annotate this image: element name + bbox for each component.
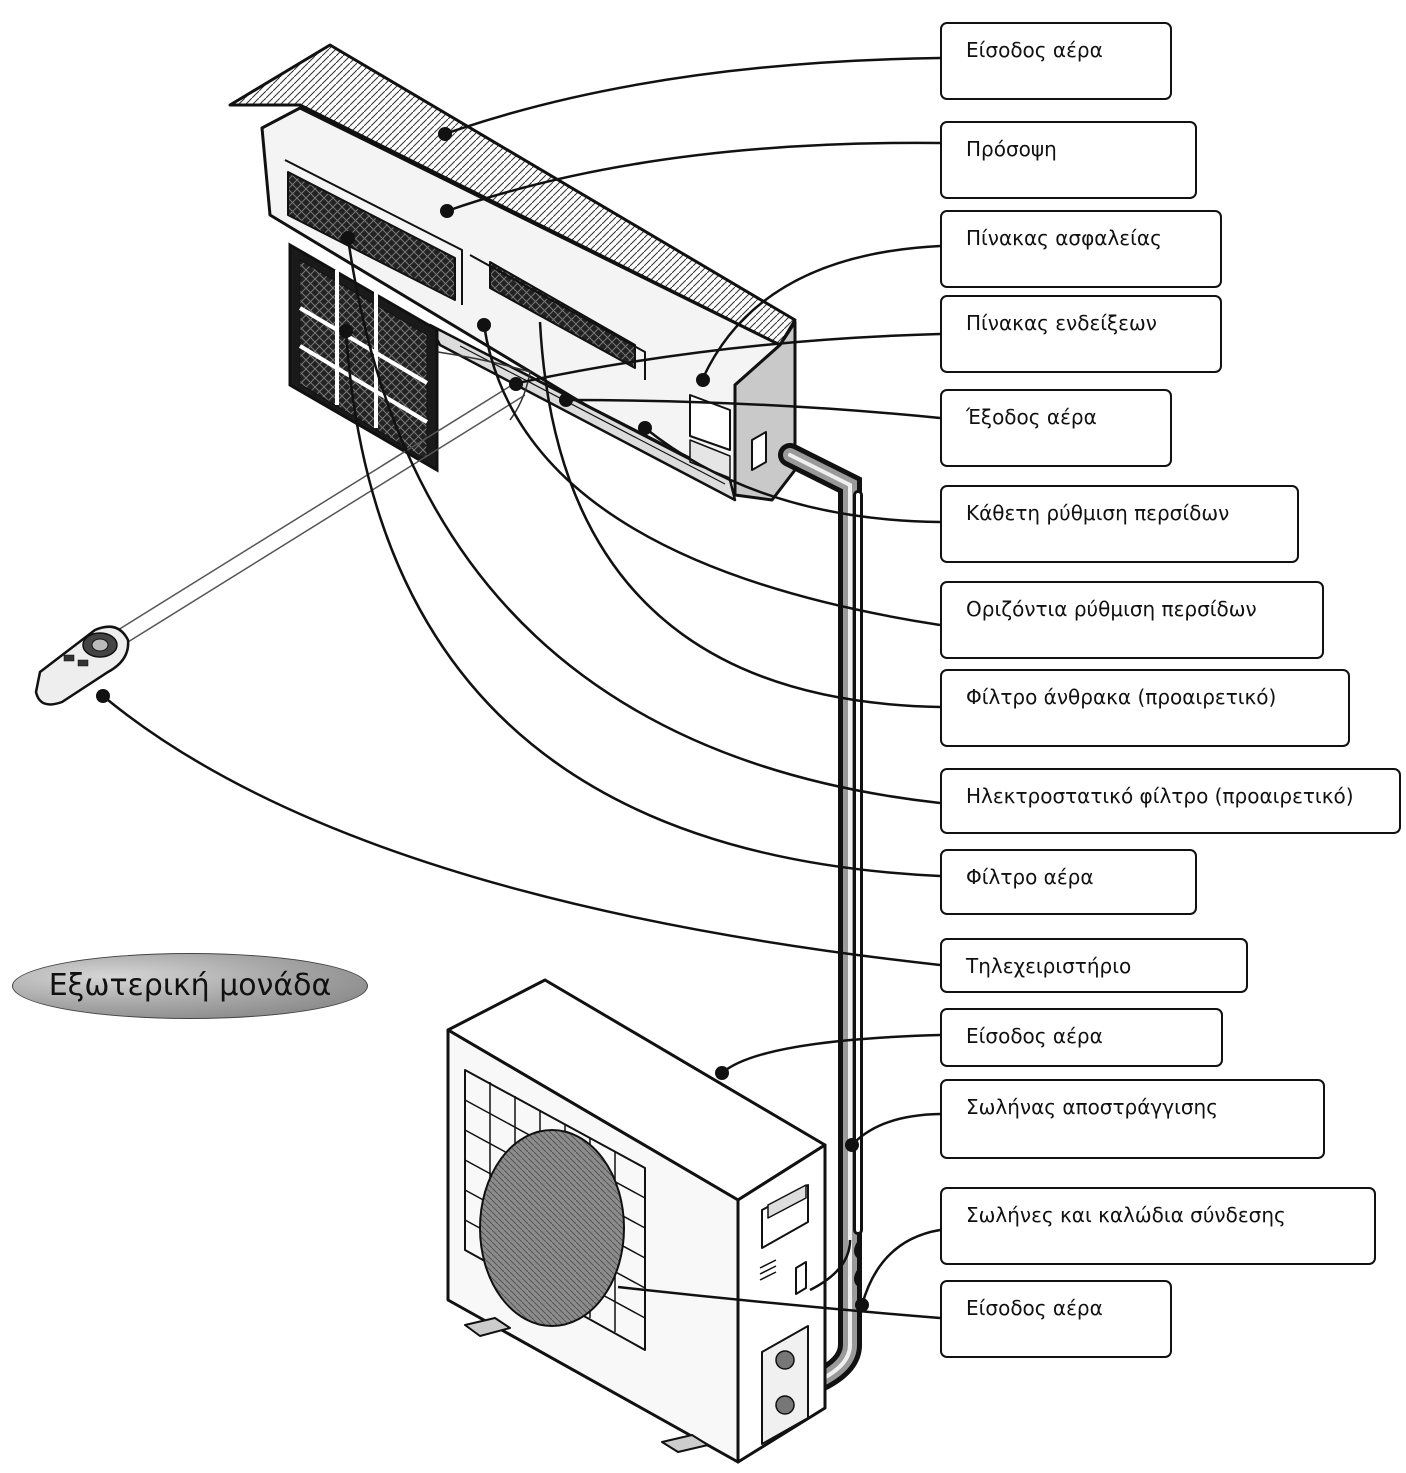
indoor-left-filter-mesh [287,171,456,301]
dot-air-outlet [559,393,573,407]
leader-line-air-filter [344,330,941,878]
leader-line-indoor-air-inlet [444,56,941,136]
label-indoor-air-inlet: Είσοδος αέρα [940,22,1172,100]
leader-line-carbon-filter [538,321,941,709]
remote-signal-beam [117,351,531,643]
leader-line-connection-pipes-2 [809,1239,852,1292]
leader-line-drain-hose [851,1112,941,1146]
outdoor-unit-badge: Εξωτερική μονάδα [12,953,368,1019]
label-air-outlet: Έξοδος αέρα [940,389,1172,467]
leader-line-outdoor-air-inlet-fan [617,1285,941,1320]
dot-electrostatic-filter [341,231,355,245]
dot-air-filter [339,324,353,338]
dot-fuse-board [696,373,710,387]
dot-connection-pipes [855,1298,869,1312]
air-filter-panel [288,242,439,473]
label-horizontal-louvers: Οριζόντια ρύθμιση περσίδων [940,581,1324,659]
leader-line-air-outlet [565,398,941,420]
dot-indoor-air-inlet [438,127,452,141]
label-outdoor-air-inlet-top: Είσοδος αέρα [940,1008,1223,1067]
dot-front-panel [440,204,454,218]
leader-lines [102,56,941,1320]
label-air-filter: Φίλτρο αέρα [940,849,1197,915]
water-drop-icons [854,1242,860,1286]
dot-indicator-panel [509,377,523,391]
dot-outdoor-air-inlet-top [715,1066,729,1080]
label-fuse-board: Πίνακας ασφαλείας [940,210,1222,288]
outdoor-fan [479,1129,625,1327]
dot-remote-control [96,689,110,703]
label-electrostatic-filter: Ηλεκτροστατικό φίλτρο (προαιρετικό) [940,768,1401,834]
dot-horizontal-louvers [477,318,491,332]
label-carbon-filter: Φίλτρο άνθρακα (προαιρετικό) [940,669,1350,747]
label-remote-control: Τηλεχειριστήριο [940,938,1248,993]
leader-line-electrostatic-filter [346,237,941,805]
anchor-dots [96,127,869,1312]
label-vertical-louvers: Κάθετη ρύθμιση περσίδων [940,485,1299,563]
label-drain-hose: Σωλήνας αποστράγγισης [940,1079,1325,1159]
remote-control [34,625,130,706]
label-outdoor-air-inlet-fan: Είσοδος αέρα [940,1280,1172,1358]
leader-line-remote-control [102,695,941,967]
label-connection-pipes: Σωλήνες και καλώδια σύνδεσης [940,1187,1376,1265]
leader-line-horizontal-louvers [482,324,941,627]
leader-line-fuse-board [701,244,941,379]
leader-line-indicator-panel [517,332,941,385]
leader-line-vertical-louvers [644,427,941,524]
leader-line-connection-pipes [860,1228,941,1306]
dot-vertical-louvers [638,421,652,435]
indoor-right-filter-mesh [489,261,636,369]
dot-drain-hose [845,1138,859,1152]
leader-line-outdoor-air-inlet-top [721,1033,941,1074]
outdoor-unit [446,978,827,1464]
label-indicator-panel: Πίνακας ενδείξεων [940,295,1222,373]
leader-line-front-panel [446,141,941,213]
label-front-panel: Πρόσοψη [940,121,1197,199]
